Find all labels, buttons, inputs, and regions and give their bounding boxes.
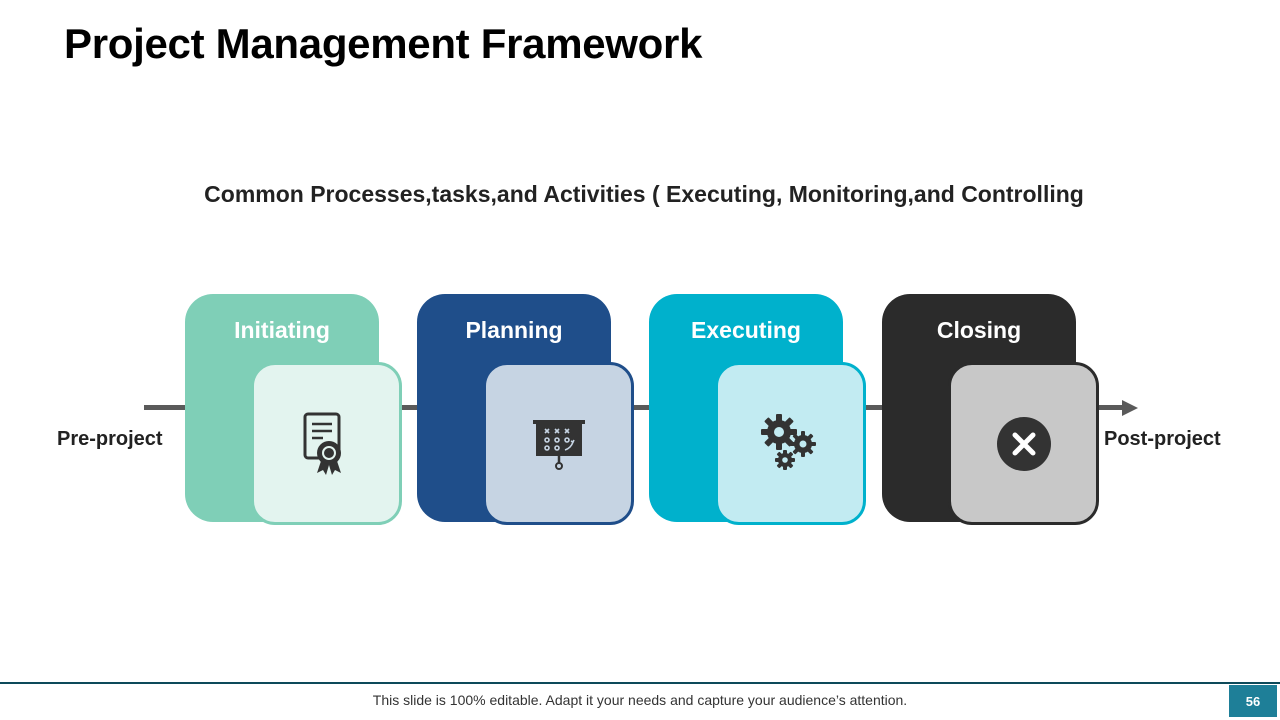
gears-icon <box>718 365 863 522</box>
diagram-subtitle: Common Processes,tasks,and Activities ( … <box>204 181 1084 207</box>
timeline-arrow-head <box>1122 400 1138 416</box>
footer-divider <box>0 682 1280 684</box>
presentation-board-icon <box>486 365 631 522</box>
stage-initiating-card <box>251 362 402 525</box>
stage-initiating: Initiating <box>185 294 402 526</box>
close-circle-icon <box>951 365 1096 522</box>
stage-planning: Planning <box>417 294 634 526</box>
certificate-icon <box>254 365 399 522</box>
stage-closing: Closing <box>882 294 1099 526</box>
stage-executing: Executing <box>649 294 866 526</box>
page-number-badge: 56 <box>1229 685 1277 717</box>
stage-executing-card <box>715 362 866 525</box>
stage-executing-label: Executing <box>691 317 801 343</box>
stage-initiating-label: Initiating <box>234 317 330 343</box>
stage-closing-label: Closing <box>936 317 1022 343</box>
stage-planning-label: Planning <box>465 317 563 343</box>
timeline-arrow-line <box>144 405 1128 410</box>
stage-planning-card <box>483 362 634 525</box>
stage-closing-card <box>948 362 1099 525</box>
post-project-label: Post-project <box>1104 428 1221 450</box>
footer-note: This slide is 100% editable. Adapt it yo… <box>372 692 908 708</box>
pre-project-label: Pre-project <box>57 428 163 450</box>
page-title: Project Management Framework <box>64 20 703 67</box>
